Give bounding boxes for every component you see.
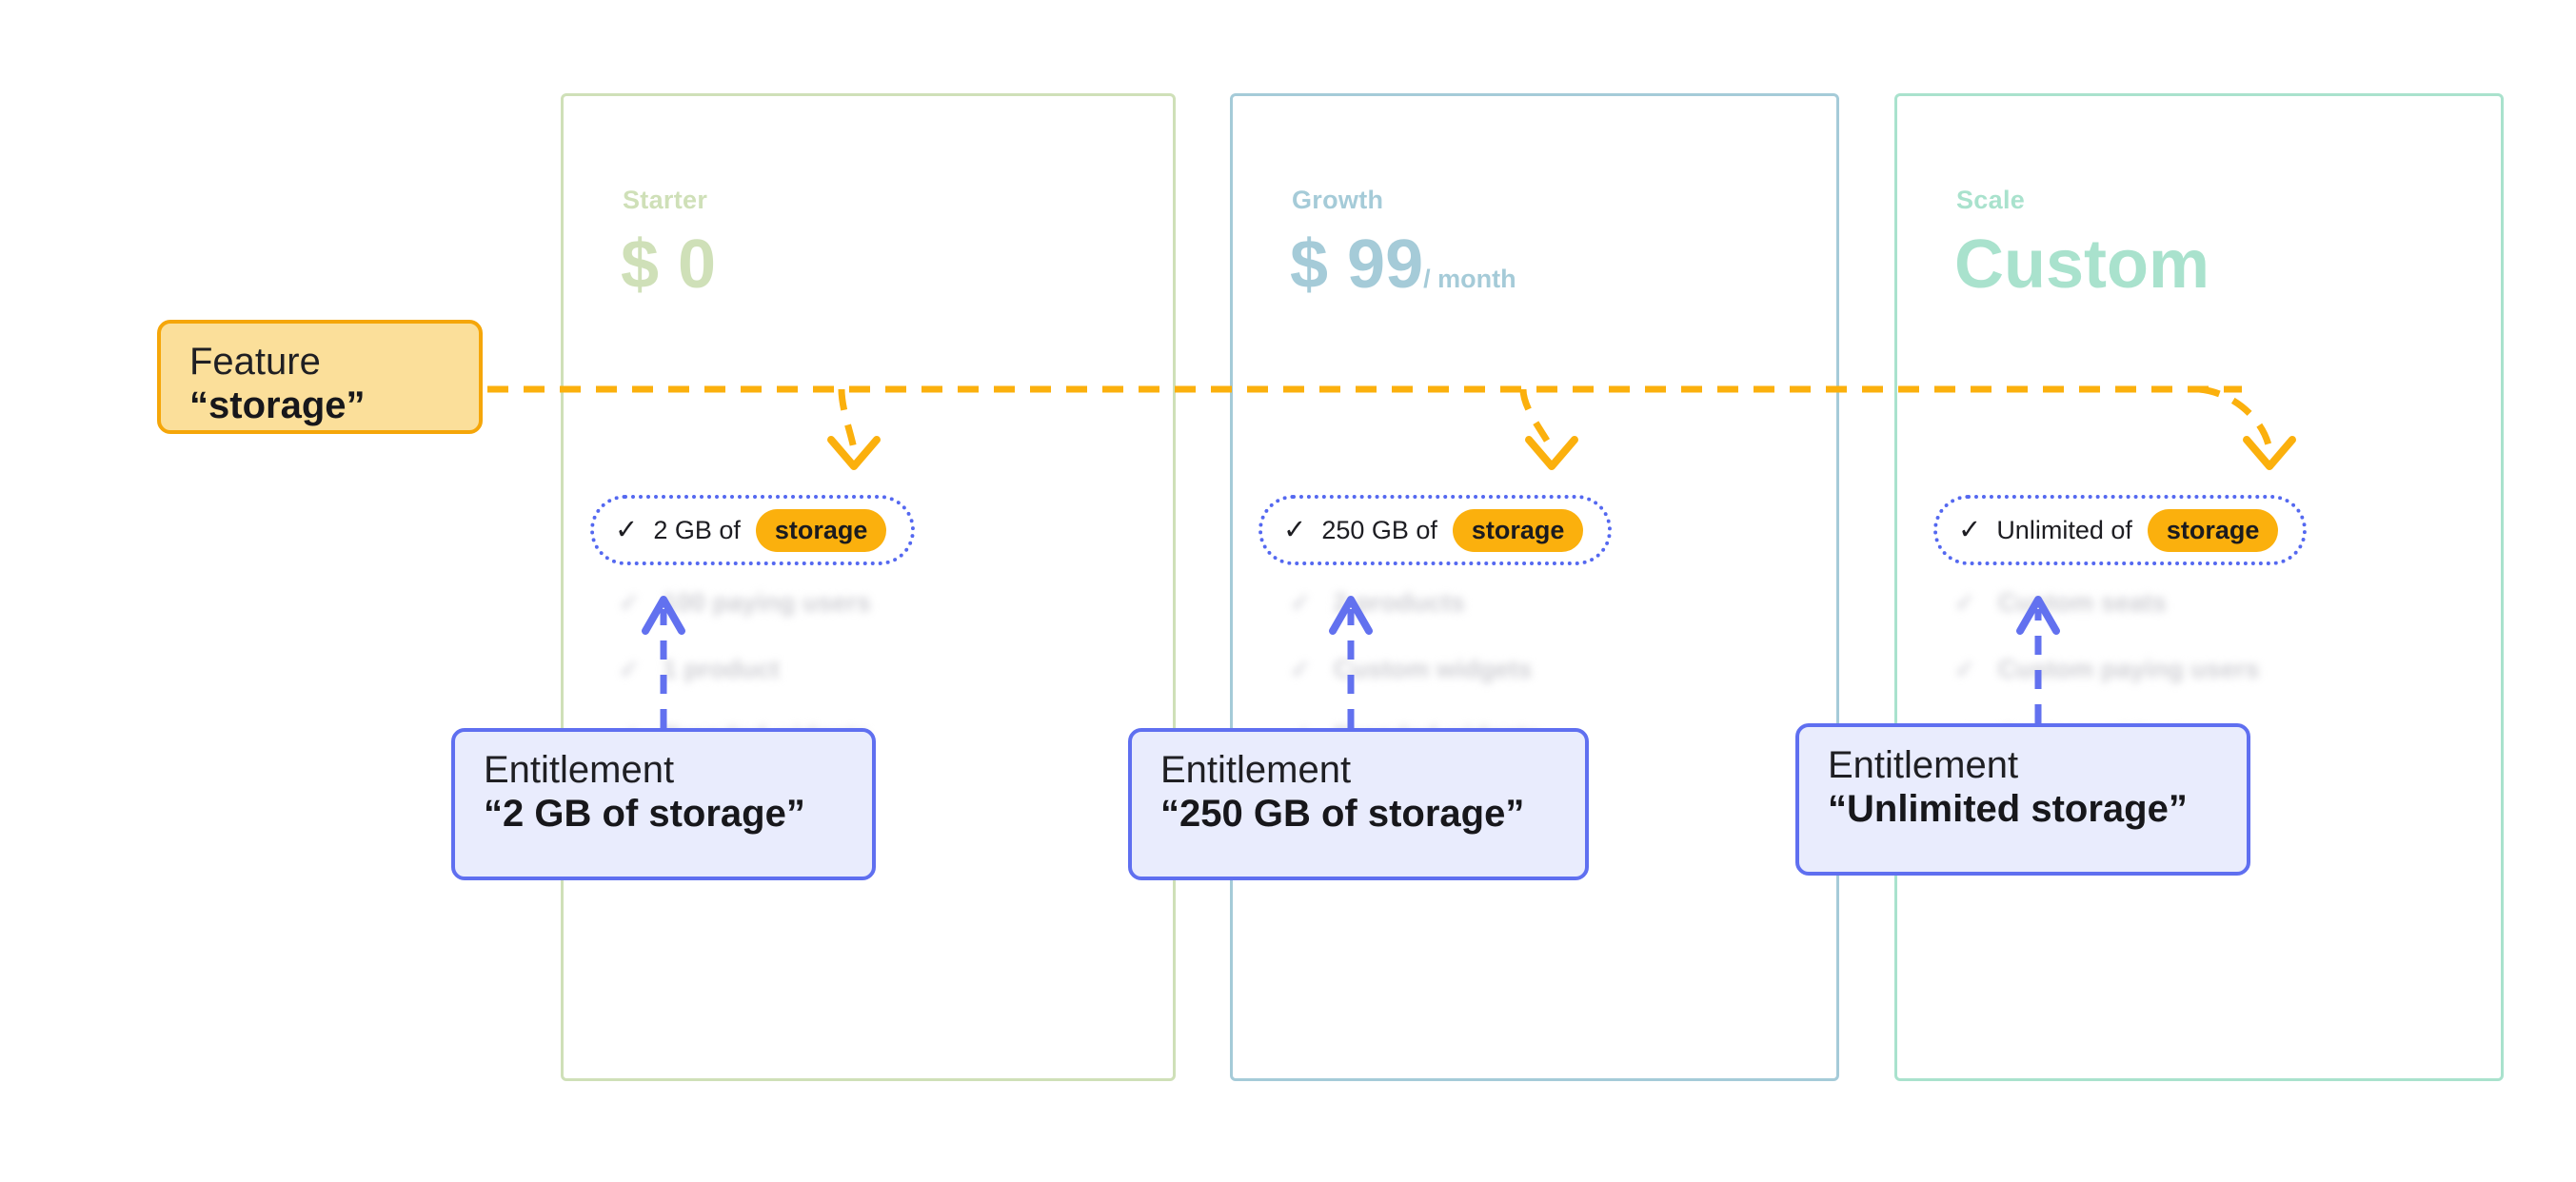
list-item: ✓ 2 products bbox=[1290, 569, 1823, 636]
entitlement-callout-growth[interactable]: Entitlement “250 GB of storage” bbox=[1128, 728, 1589, 880]
pricing-card-starter[interactable]: Starter $ 0 bbox=[561, 93, 1176, 1081]
plan-name: Scale bbox=[1956, 186, 2026, 214]
feature-chip[interactable]: storage bbox=[2147, 508, 2279, 552]
check-icon: ✓ bbox=[1290, 654, 1311, 683]
entitlement-callout-starter[interactable]: Entitlement “2 GB of storage” bbox=[451, 728, 876, 880]
check-icon: ✓ bbox=[1283, 514, 1307, 545]
plan-price-period: / month bbox=[1423, 265, 1516, 293]
plan-price: $ 99/ month bbox=[1290, 222, 1516, 307]
list-item: ✓ Custom paying users bbox=[1954, 636, 2487, 702]
feature-label: 1 product bbox=[662, 654, 780, 683]
feature-label: 100 paying users bbox=[662, 587, 871, 617]
plan-price-amount: $ 0 bbox=[621, 227, 717, 303]
entitlement-callout-label: Entitlement bbox=[1160, 749, 1352, 791]
feature-label: Custom seats bbox=[1997, 587, 2167, 617]
feature-callout-label: Feature bbox=[189, 341, 321, 383]
plan-price: Custom bbox=[1954, 222, 2209, 307]
entitlement-prefix: 250 GB of bbox=[1321, 515, 1437, 544]
feature-label: 2 products bbox=[1333, 587, 1465, 617]
feature-chip[interactable]: storage bbox=[1452, 508, 1584, 552]
plan-name: Growth bbox=[1292, 186, 1384, 214]
list-item: ✓ Custom seats bbox=[1954, 569, 2487, 636]
entitlement-pill-scale[interactable]: ✓ Unlimited of storage bbox=[1933, 495, 2308, 565]
entitlement-callout-scale[interactable]: Entitlement “Unlimited storage” bbox=[1795, 723, 2250, 876]
feature-callout-value: “storage” bbox=[189, 384, 366, 426]
check-icon: ✓ bbox=[619, 654, 640, 683]
check-icon: ✓ bbox=[1954, 654, 1975, 683]
plan-price-amount: Custom bbox=[1954, 227, 2209, 303]
entitlement-pill-starter[interactable]: ✓ 2 GB of storage bbox=[590, 495, 916, 565]
entitlement-callout-label: Entitlement bbox=[1828, 744, 2019, 786]
entitlement-prefix: 2 GB of bbox=[653, 515, 741, 544]
check-icon: ✓ bbox=[1290, 587, 1311, 617]
entitlement-pill-growth[interactable]: ✓ 250 GB of storage bbox=[1258, 495, 1613, 565]
list-item: ✓ 1 product bbox=[619, 636, 1152, 702]
plan-price: $ 0 bbox=[621, 222, 716, 307]
feature-callout-box[interactable]: Feature “storage” bbox=[157, 320, 483, 434]
pricing-card-scale[interactable]: Scale Custom bbox=[1894, 93, 2504, 1081]
feature-chip[interactable]: storage bbox=[755, 508, 887, 552]
check-icon: ✓ bbox=[619, 587, 640, 617]
feature-label: Custom paying users bbox=[1997, 654, 2260, 683]
plan-price-amount: $ 99 bbox=[1290, 227, 1424, 303]
list-item: ✓ Custom widgets bbox=[1290, 636, 1823, 702]
list-item: ✓ 100 paying users bbox=[619, 569, 1152, 636]
entitlement-callout-value: “250 GB of storage” bbox=[1160, 792, 1525, 835]
entitlement-callout-value: “2 GB of storage” bbox=[484, 792, 805, 835]
check-icon: ✓ bbox=[1954, 587, 1975, 617]
entitlement-callout-label: Entitlement bbox=[484, 749, 675, 791]
entitlement-callout-value: “Unlimited storage” bbox=[1828, 787, 2188, 830]
pricing-card-growth[interactable]: Growth $ 99/ month bbox=[1230, 93, 1839, 1081]
plan-name: Starter bbox=[623, 186, 708, 214]
check-icon: ✓ bbox=[615, 514, 639, 545]
check-icon: ✓ bbox=[1958, 514, 1982, 545]
feature-label: Custom widgets bbox=[1333, 654, 1533, 683]
entitlement-prefix: Unlimited of bbox=[1996, 515, 2132, 544]
